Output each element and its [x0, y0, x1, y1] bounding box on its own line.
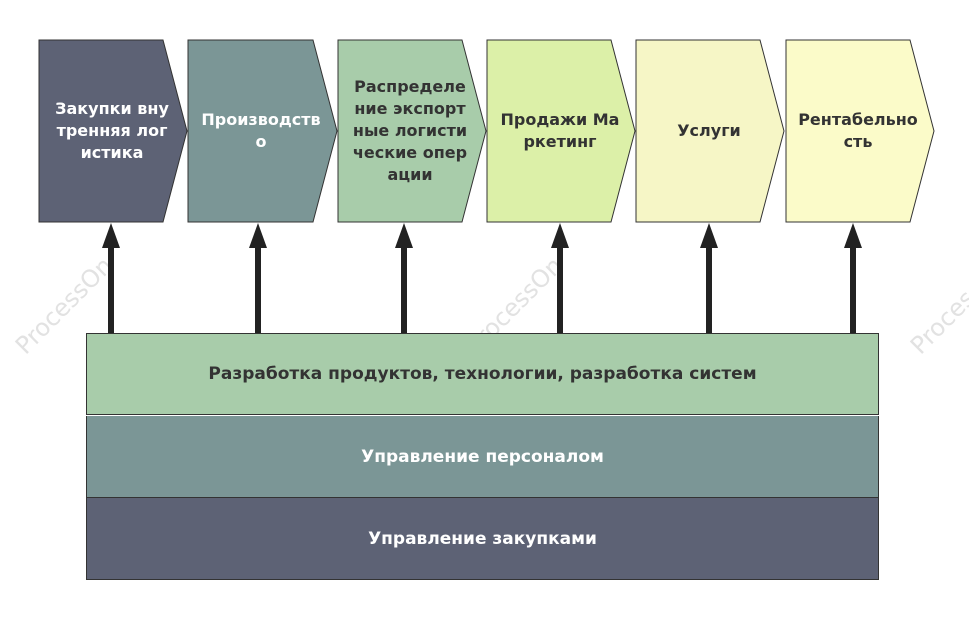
- stage-label-sales: Продажи Маркетинг: [500, 110, 620, 151]
- support-band-hr: Управление персоналом: [86, 416, 879, 498]
- stage-shape-production: [187, 39, 338, 223]
- stage-shape-services: [635, 39, 785, 223]
- stage-label-production: Производство: [201, 110, 321, 151]
- arrow: [551, 223, 569, 333]
- stage-shape-distribution: [337, 39, 487, 223]
- stage-shape-procurement: [38, 39, 188, 223]
- stage-label-profitability: Рентабельность: [798, 110, 918, 151]
- arrow: [844, 223, 862, 333]
- stage-label-services: Услуги: [677, 121, 741, 140]
- support-band-procurement: Управление закупками: [86, 498, 879, 580]
- stage-shape-profitability: [785, 39, 935, 223]
- arrow: [395, 223, 413, 333]
- stage-shape-sales: [486, 39, 636, 223]
- stage-label-procurement: Закупки внутренняя логистика: [55, 99, 169, 162]
- stage-label-distribution: Распределение экспортные логистические о…: [352, 77, 468, 184]
- arrow: [249, 223, 267, 333]
- arrow: [700, 223, 718, 333]
- support-band-rnd: Разработка продуктов, технологии, разраб…: [86, 333, 879, 415]
- arrow: [102, 223, 120, 333]
